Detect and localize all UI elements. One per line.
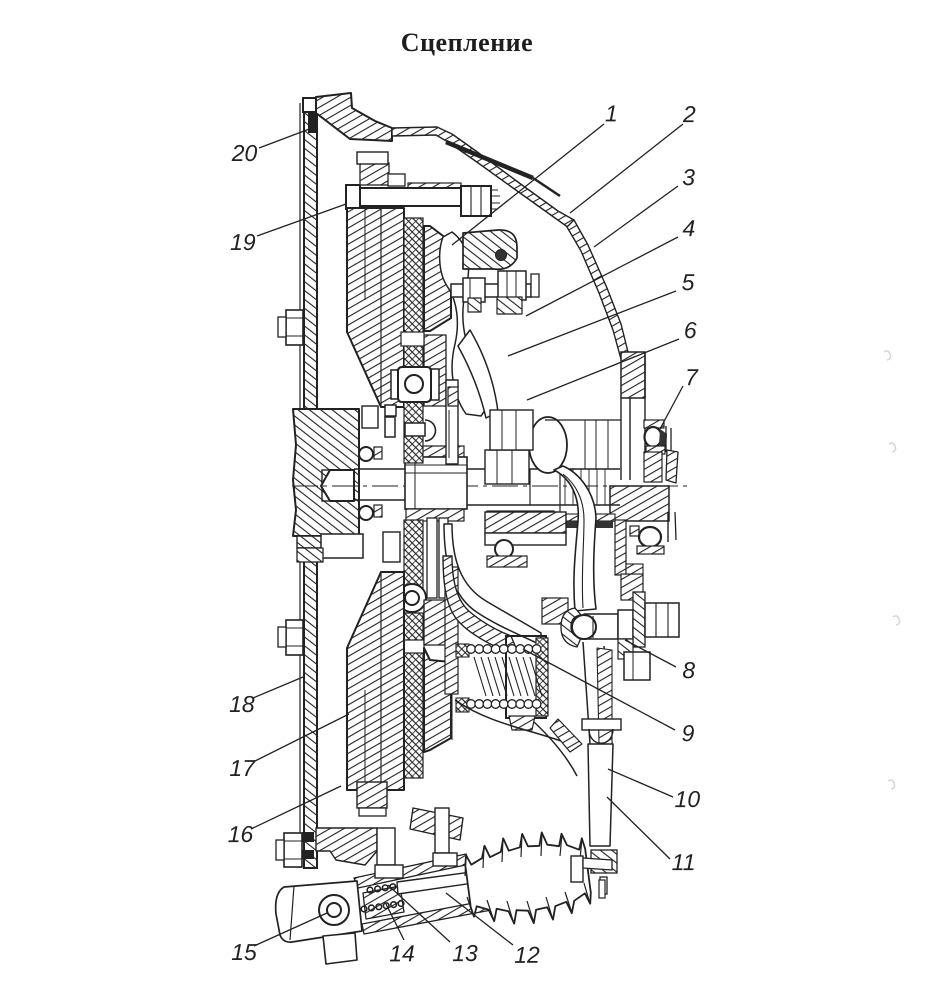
svg-text:12: 12 xyxy=(514,942,540,968)
svg-text:3: 3 xyxy=(682,164,695,190)
svg-text:20: 20 xyxy=(231,140,258,166)
svg-text:5: 5 xyxy=(682,269,695,295)
svg-text:9: 9 xyxy=(682,720,695,746)
svg-text:17: 17 xyxy=(229,755,256,781)
svg-text:11: 11 xyxy=(672,849,696,875)
svg-text:16: 16 xyxy=(228,821,254,847)
svg-text:6: 6 xyxy=(684,317,697,343)
svg-text:18: 18 xyxy=(229,691,255,717)
svg-text:2: 2 xyxy=(682,101,696,127)
svg-text:19: 19 xyxy=(230,229,256,255)
svg-text:7: 7 xyxy=(685,364,699,390)
svg-text:14: 14 xyxy=(389,940,415,966)
svg-text:15: 15 xyxy=(231,939,257,965)
svg-text:4: 4 xyxy=(682,215,695,241)
svg-text:8: 8 xyxy=(682,657,695,683)
svg-text:13: 13 xyxy=(452,940,478,966)
svg-text:10: 10 xyxy=(674,786,700,812)
svg-text:1: 1 xyxy=(605,100,618,126)
